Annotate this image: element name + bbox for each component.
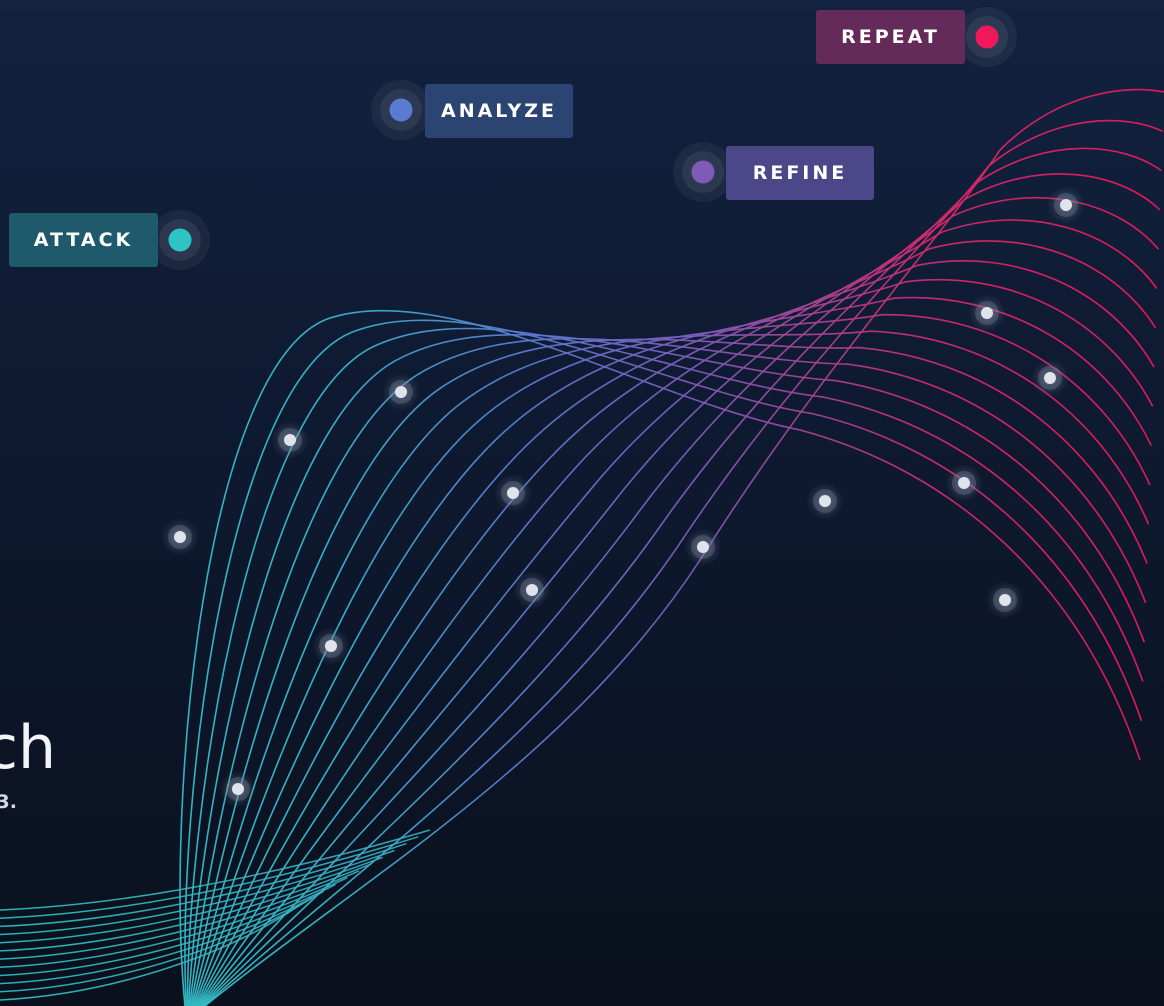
wave-nodes (161, 186, 1085, 808)
wave-strand (191, 330, 1150, 1006)
wave-strand (188, 337, 1147, 1006)
stage-label-refine: REFINE (726, 146, 874, 200)
wave-fan-line (0, 849, 395, 936)
wave-node (684, 528, 722, 566)
refine-marker (673, 142, 733, 202)
stage-label-analyze: ANALYZE (425, 84, 573, 138)
wave-fan-line (0, 883, 336, 977)
wave-fan-line (0, 856, 383, 944)
wave-strand (193, 296, 1153, 1006)
wave-node (494, 474, 532, 512)
wave-node (1031, 359, 1069, 397)
stage-label-attack: ATTACK (9, 213, 158, 267)
wave-fan-line (0, 897, 313, 993)
wave-node (945, 464, 983, 502)
wave-fan-line (0, 829, 431, 911)
repeat-marker (957, 7, 1017, 67)
wave-strand (197, 240, 1157, 1006)
wave-fan-line (0, 863, 372, 952)
wave-node (382, 373, 420, 411)
wave-fan-line (0, 877, 348, 969)
wave-strands (179, 88, 1164, 1006)
wave-strand (186, 327, 1144, 1006)
wave-fan-lines (0, 829, 431, 1001)
wave-strand (190, 338, 1148, 1006)
wave-strand (199, 197, 1160, 1006)
wave-fan-line (0, 870, 360, 960)
hero-subtitle: 3. (0, 791, 17, 813)
wave-node (271, 421, 309, 459)
wave-strand (196, 260, 1155, 1006)
wave-strand (194, 278, 1154, 1006)
wave-strand (187, 334, 1145, 1006)
wave-strand (202, 147, 1162, 1006)
wave-fan-line (0, 836, 419, 919)
wave-node (219, 770, 257, 808)
wave-strand (198, 219, 1158, 1006)
attack-marker (150, 210, 210, 270)
wave-strand (204, 88, 1164, 1006)
wave-node (806, 482, 844, 520)
analyze-marker (371, 80, 431, 140)
wave-fan-line (0, 842, 407, 928)
wave-node (312, 627, 350, 665)
hero-title: ch (0, 713, 56, 783)
wave-node (1047, 186, 1085, 224)
wave-strand (200, 173, 1161, 1006)
wave-node (968, 294, 1006, 332)
stage-label-repeat: REPEAT (816, 10, 965, 64)
wave-fan-line (0, 904, 301, 1001)
wave-strand (192, 313, 1151, 1006)
wave-node (513, 571, 551, 609)
wave-fan-line (0, 890, 324, 985)
wave-node (161, 518, 199, 556)
wave-strand (184, 319, 1143, 1006)
wave-strand (179, 309, 1141, 1006)
wave-node (986, 581, 1024, 619)
